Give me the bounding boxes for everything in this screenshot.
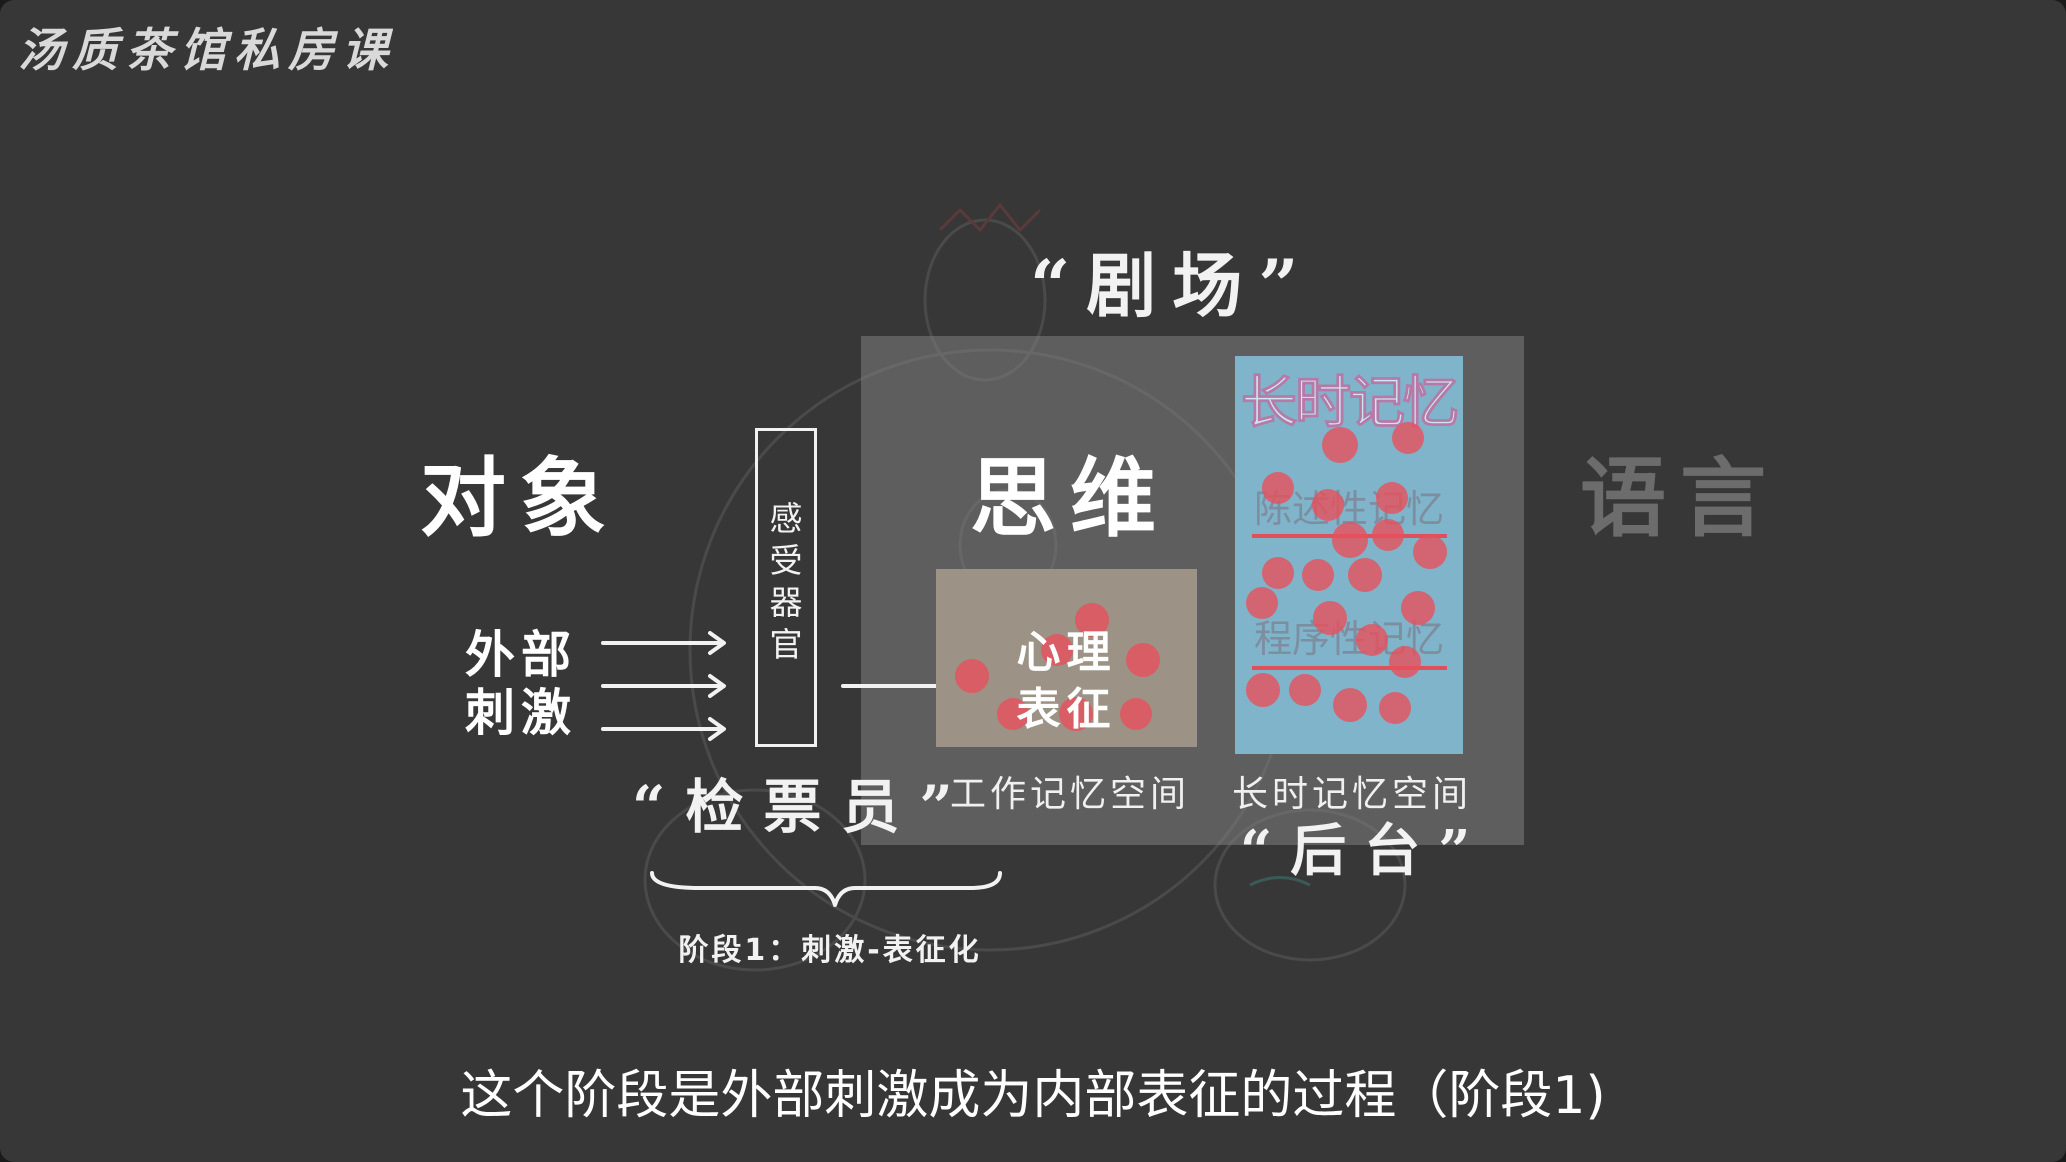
object-label: 对象 [420,449,620,549]
dot [1126,643,1160,677]
external-stimulus-label-line2: 刺激 [465,684,577,742]
dot [1246,673,1280,707]
working-memory-caption: 工作记忆空间 [950,774,1191,815]
ticket-checker-label: “检票员” [632,773,973,841]
dot [1313,601,1347,635]
dot [1075,603,1109,637]
dot [1413,535,1447,569]
backstage-label: “后台” [1240,818,1489,884]
dot [1262,472,1294,504]
dot [1246,587,1278,619]
dot [1041,634,1073,666]
stage1-label: 阶段1：刺激-表征化 [678,933,982,968]
psych-representation-line1: 心理 [1016,627,1117,678]
dot [1392,422,1424,454]
dot [1333,688,1367,722]
dot [1302,559,1334,591]
stage1-brace [650,871,1002,907]
dot [1356,624,1388,656]
dot [1262,557,1294,589]
video-subtitle: 这个阶段是外部刺激成为内部表征的过程（阶段1) [460,1066,1606,1126]
external-stimulus-label-line1: 外部 [465,626,577,684]
dot [1059,697,1093,731]
dot [955,659,989,693]
language-label: 语言 [1580,449,1780,549]
long-term-memory-caption: 长时记忆空间 [1232,774,1473,815]
dot [1322,427,1358,463]
dot [1120,698,1152,730]
psych-representation-line2: 表征 [1016,684,1117,735]
dot [997,698,1029,730]
dot [1389,646,1421,678]
sensor-organ-box [755,428,817,747]
dot [1372,519,1404,551]
dot [1348,558,1382,592]
dot [1332,522,1368,558]
dot [1379,692,1411,724]
thinking-label: 思维 [970,449,1170,549]
long-term-memory-title: 长时记忆 [1241,371,1460,437]
dot [1289,674,1321,706]
channel-watermark: 汤质茶馆私房课 [18,23,396,77]
dot [1401,591,1435,625]
sensor-organ-label: 感受器官 [769,499,803,664]
theater-label: “剧场” [1030,244,1315,327]
dot [1376,482,1408,514]
dot [1312,489,1344,521]
